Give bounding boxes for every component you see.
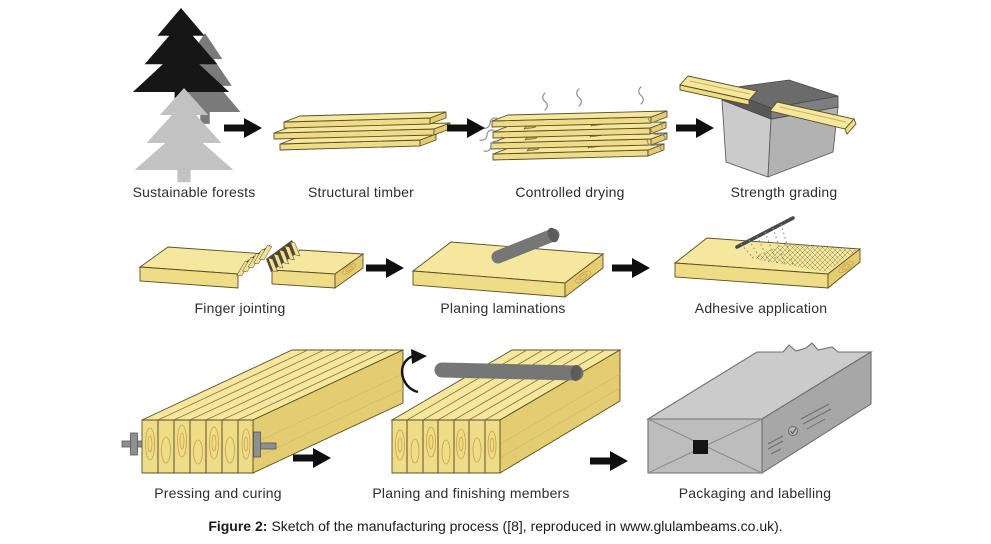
arrow-right-icon [676,118,714,138]
step-label-packaging-labelling: Packaging and labelling [679,485,832,501]
beam-end-lamination-lines [157,420,239,473]
step-label-planing-laminations: Planing laminations [440,300,565,316]
beam-top-lamination-lines [157,349,389,421]
beam-end-face [391,419,501,474]
arrow-right-icon [366,258,404,278]
beam-end-face [141,419,254,474]
beam-top-lamination-lines [406,349,606,421]
arrow-right-icon [612,258,650,278]
wood-grain [145,424,251,465]
adhesive-hatch-area [750,243,857,272]
wood-grain [395,426,497,465]
planing-finishing-illustration [390,349,622,474]
adhesive-application-illustration [673,216,862,289]
planing-laminations-illustration [411,227,605,298]
step-labels: Sustainable forests Structural timber Co… [133,184,838,501]
logo-stamp-icon [788,426,798,436]
rotation-arrow-icon [400,349,427,394]
beam-end-lamination-lines [406,420,486,473]
press-clamp [121,432,143,456]
step-label-finger-jointing: Finger jointing [195,300,286,316]
graded-board-out [769,101,857,135]
finger-jointing-illustration [138,240,365,289]
figure-caption-label: Figure 2: [208,518,268,534]
figure-caption: Figure 2:Sketch of the manufacturing pro… [0,518,991,534]
planer-roller [491,227,560,264]
step-label-adhesive-application: Adhesive application [695,300,827,316]
structural-timber-illustration [273,111,451,151]
drying-board [490,132,668,150]
strength-grading-illustration [679,75,857,178]
step-label-controlled-drying: Controlled drying [515,184,624,200]
arrow-right-icon [590,451,628,471]
finishing-roller [434,362,584,381]
step-label-planing-finishing: Planing and finishing members [372,485,569,501]
step-label-pressing-curing: Pressing and curing [154,485,282,501]
timber-board [283,111,447,129]
arrow-right-icon [224,118,262,138]
drying-board [491,110,668,128]
sustainable-forests-illustration [132,8,241,183]
timber-board [273,122,451,140]
graded-board-in [679,75,758,106]
grading-machine-top [721,79,839,109]
package-side-label [767,403,832,455]
finger-joint-board-right [266,240,365,289]
step-label-sustainable-forests: Sustainable forests [133,184,256,200]
pressing-curing-illustration [121,349,404,474]
press-clamp [253,431,277,458]
package-label-square [693,440,708,454]
finger-joint-board-left [138,244,273,289]
arrow-right-icon [447,118,485,138]
figure-caption-text: Sketch of the manufacturing process ([8]… [271,518,783,534]
step-label-strength-grading: Strength grading [731,184,838,200]
spray-droplets [740,223,794,266]
step-label-structural-timber: Structural timber [308,184,414,200]
controlled-drying-illustration [478,86,668,161]
packaging-labelling-illustration [646,342,873,474]
